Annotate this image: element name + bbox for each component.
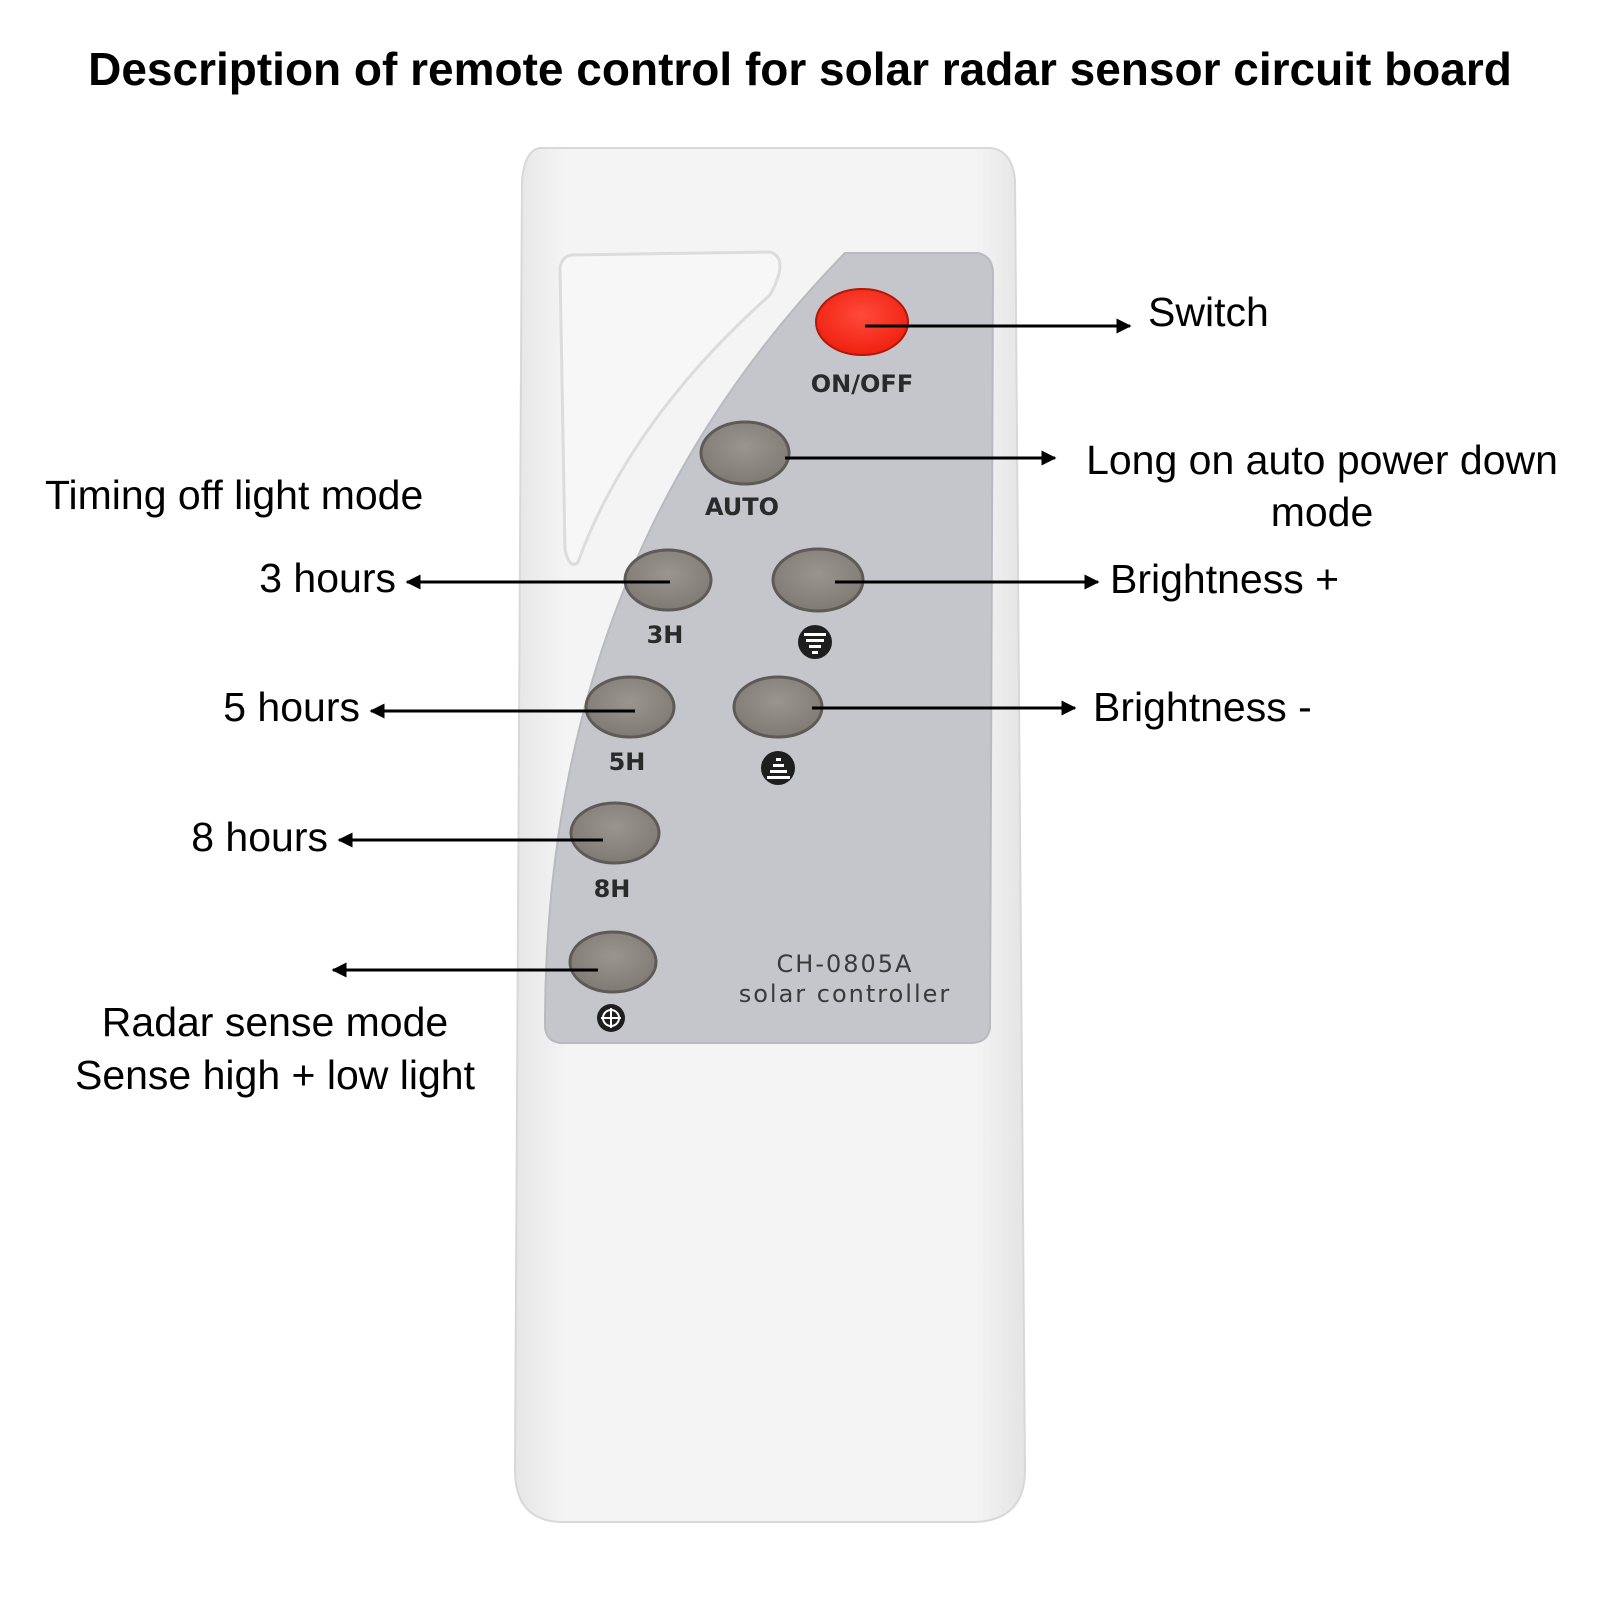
page-title: Description of remote control for solar … [88, 43, 1512, 95]
radar-button[interactable] [568, 930, 658, 994]
label-brightness-up: Brightness + [1110, 556, 1340, 602]
brightness-up-icon [798, 625, 832, 659]
brightness-up-button[interactable] [771, 547, 865, 613]
auto-button-label: AUTO [705, 493, 779, 521]
remote-window [558, 250, 782, 566]
label-auto-line1: Long on auto power down [1086, 437, 1558, 483]
8h-button-label: 8H [594, 875, 631, 903]
power-button[interactable] [815, 288, 909, 356]
5h-button-label: 5H [609, 748, 646, 776]
label-timing-header: Timing off light mode [45, 472, 424, 518]
label-switch: Switch [1148, 289, 1269, 335]
model-subtitle: solar controller [739, 980, 952, 1008]
3h-button[interactable] [623, 548, 713, 612]
model-number: CH-0805A [777, 950, 914, 978]
5h-button[interactable] [584, 675, 676, 739]
auto-button[interactable] [699, 420, 791, 486]
label-brightness-down: Brightness - [1093, 684, 1312, 730]
label-5h: 5 hours [223, 684, 360, 730]
3h-button-label: 3H [647, 621, 684, 649]
brightness-down-button[interactable] [732, 675, 824, 739]
control-panel [543, 252, 995, 1044]
8h-button[interactable] [569, 801, 661, 865]
power-button-label: ON/OFF [811, 370, 913, 398]
radar-sense-icon [597, 1004, 625, 1032]
brightness-down-icon [761, 751, 795, 785]
label-3h: 3 hours [259, 555, 396, 601]
label-radar-line2: Sense high + low light [74, 1052, 475, 1098]
label-8h: 8 hours [191, 814, 328, 860]
label-auto-line2: mode [1270, 489, 1374, 535]
label-radar-line1: Radar sense mode [101, 999, 449, 1045]
